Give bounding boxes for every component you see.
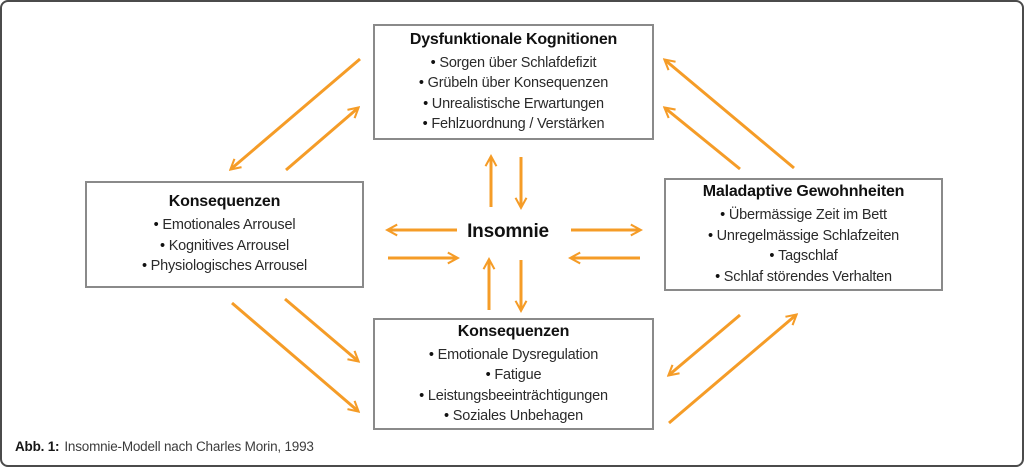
node-title: Dysfunktionale Kognitionen <box>409 30 618 48</box>
list-item: Übermässige Zeit im Bett <box>720 205 887 226</box>
list-item: Fehlzuordnung / Verstärken <box>423 114 604 135</box>
list-item: Kognitives Arrousel <box>160 236 290 257</box>
list-item: Sorgen über Schlafdefizit <box>431 53 596 74</box>
list-item: Leistungsbeeinträchtigungen <box>419 386 608 407</box>
list-item: Emotionale Dysregulation <box>429 345 599 366</box>
node-consequences-arousal: Konsequenzen Emotionales Arrousel Kognit… <box>85 181 364 288</box>
center-label-insomnie: Insomnie <box>467 221 549 242</box>
arrow-bottom-to-right-diagonal <box>668 315 796 425</box>
arrow-left-to-bottom-diagonal-long <box>231 301 358 411</box>
list-item: Emotionales Arrousel <box>154 215 295 236</box>
list-item: Tagschlaf <box>769 246 838 267</box>
arrow-right-to-bottom-diagonal <box>669 313 741 375</box>
arrow-left-to-top-diagonal <box>285 108 358 172</box>
node-consequences-daytime: Konsequenzen Emotionale Dysregulation Fa… <box>373 318 654 430</box>
node-dysfunctional-cognitions: Dysfunktionale Kognitionen Sorgen über S… <box>373 24 654 140</box>
list-item: Unregelmässige Schlafzeiten <box>708 226 900 247</box>
arrow-top-to-left-diagonal <box>231 57 361 169</box>
node-title: Konsequenzen <box>168 193 281 211</box>
arrow-right-to-top-diagonal-short <box>665 108 741 171</box>
caption-label: Abb. 1: <box>15 439 60 454</box>
list-item: Grübeln über Konsequenzen <box>419 73 609 94</box>
figure-caption: Abb. 1: Insomnie-Modell nach Charles Mori… <box>15 439 314 454</box>
list-item: Physiologisches Arrousel <box>142 256 308 277</box>
list-item: Unrealistische Erwartungen <box>423 94 604 115</box>
arrow-right-to-top-diagonal-long <box>665 60 795 170</box>
node-title: Maladaptive Gewohnheiten <box>702 183 905 200</box>
list-item: Soziales Unbehagen <box>444 406 583 427</box>
node-maladaptive-habits: Maladaptive Gewohnheiten Übermässige Zei… <box>664 178 943 291</box>
list-item: Schlaf störendes Verhalten <box>715 267 892 288</box>
caption-text: Insomnie-Modell nach Charles Morin, 1993 <box>64 439 314 454</box>
node-title: Konsequenzen <box>457 322 570 340</box>
list-item: Fatigue <box>486 365 541 386</box>
arrow-left-to-bottom-diagonal-short <box>284 297 358 361</box>
